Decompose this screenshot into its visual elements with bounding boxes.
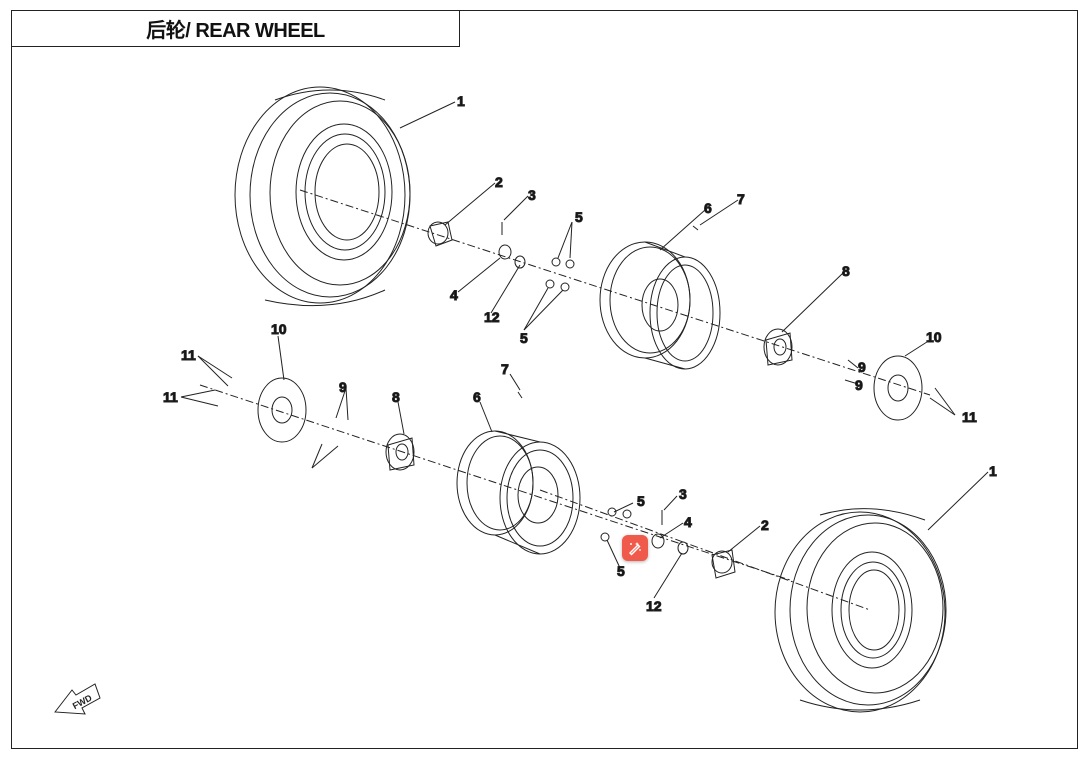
fasteners bbox=[498, 222, 699, 555]
callout-9-left-a: 9 bbox=[339, 379, 347, 395]
hub-lower bbox=[385, 433, 415, 471]
callout-8-lower: 8 bbox=[392, 389, 400, 405]
axle-centerlines bbox=[199, 189, 931, 611]
callout-7-lower: 7 bbox=[501, 361, 509, 377]
callout-11-right: 11 bbox=[962, 409, 977, 425]
callout-4-upper: 4 bbox=[450, 287, 458, 303]
tire-upper-left bbox=[234, 86, 411, 307]
callout-4-lower: 4 bbox=[684, 514, 692, 530]
callout-9-upper-a: 9 bbox=[858, 359, 866, 375]
rim-lower bbox=[456, 430, 581, 555]
callout-2-upper: 2 bbox=[495, 174, 503, 190]
callout-12-upper: 12 bbox=[484, 309, 500, 325]
callout-8-upper: 8 bbox=[842, 263, 850, 279]
callout-5-upper-b: 5 bbox=[520, 330, 528, 346]
tire-lower-right bbox=[774, 508, 947, 713]
callout-1-lower: 1 bbox=[989, 463, 997, 479]
callout-11-left-b: 11 bbox=[163, 389, 178, 405]
magic-edit-icon[interactable] bbox=[622, 535, 648, 561]
hub-cap-upper bbox=[427, 221, 453, 247]
fwd-arrow-icon: FWD bbox=[54, 683, 101, 715]
callout-5-lower-a: 5 bbox=[637, 493, 645, 509]
callout-11-left-a: 11 bbox=[181, 347, 196, 363]
hub-upper bbox=[763, 328, 793, 366]
callout-2-lower: 2 bbox=[761, 517, 769, 533]
magic-edit-icon-glyph bbox=[629, 542, 641, 556]
callout-6-lower: 6 bbox=[473, 389, 481, 405]
callout-3-upper: 3 bbox=[528, 187, 536, 203]
title-box: 后轮/ REAR WHEEL bbox=[11, 10, 460, 47]
hub-cap-lower bbox=[711, 549, 736, 579]
callout-10-left: 10 bbox=[271, 321, 287, 337]
callout-10-right: 10 bbox=[926, 329, 942, 345]
page-title: 后轮/ REAR WHEEL bbox=[146, 20, 325, 42]
callout-9-upper-b: 9 bbox=[855, 377, 863, 393]
callout-5-upper-a: 5 bbox=[575, 209, 583, 225]
diagram-frame bbox=[11, 10, 1078, 749]
callout-7-upper: 7 bbox=[737, 191, 745, 207]
callout-3-lower: 3 bbox=[679, 486, 687, 502]
brake-disc-left bbox=[257, 377, 307, 443]
rim-upper bbox=[599, 241, 721, 370]
brake-disc-right bbox=[873, 355, 923, 421]
callout-6-upper: 6 bbox=[704, 200, 712, 216]
callout-1-upper: 1 bbox=[457, 93, 465, 109]
leader-lines bbox=[180, 101, 989, 599]
callout-12-lower: 12 bbox=[646, 598, 662, 614]
callout-5-lower-b: 5 bbox=[617, 563, 625, 579]
